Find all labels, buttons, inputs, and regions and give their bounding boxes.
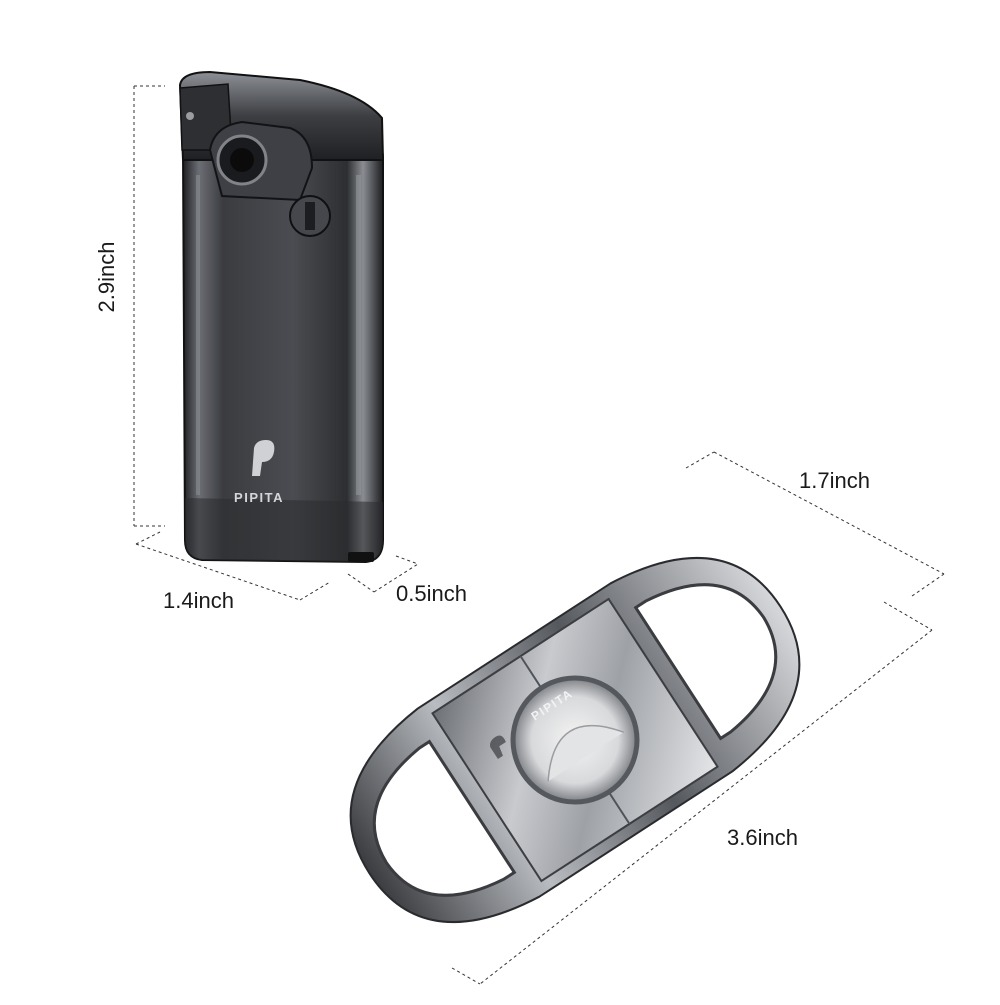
- cutter-width-label: 1.7inch: [799, 468, 870, 493]
- depth-dim-line: [373, 563, 419, 593]
- cutter-dimension-lines: [451, 451, 945, 985]
- cutter-width-dim-left: [685, 451, 715, 469]
- cutter-length-dim-top: [883, 601, 933, 631]
- width-dim-left: [135, 531, 161, 545]
- cutter-length-label: 3.6inch: [727, 825, 798, 850]
- lighter-bottom-vent: [348, 552, 374, 562]
- lighter-brand-text: PIPITA: [234, 490, 284, 505]
- lighter-dimension-lines: [133, 85, 419, 601]
- lighter-logo-mark: [252, 440, 275, 476]
- cigar-cutter: PIPITA: [349, 556, 801, 924]
- depth-dim-left: [347, 573, 375, 593]
- depth-dim-right: [395, 555, 419, 565]
- cutter-left-finger-hole: [372, 739, 517, 897]
- lighter-width-label: 1.4inch: [163, 588, 234, 613]
- width-dim-right: [299, 581, 331, 601]
- cutter-length-dim-bottom: [451, 967, 481, 985]
- width-dim-line: [135, 543, 301, 601]
- cutter-width-dim-right: [911, 573, 945, 597]
- lighter-lid-screw: [186, 112, 194, 120]
- cutter-logo-mark: [490, 735, 506, 760]
- cutter-width-dim-line: [713, 451, 945, 575]
- pipe-lighter: PIPITA: [178, 70, 385, 564]
- cutter-right-finger-hole: [633, 583, 778, 741]
- lighter-bottom-band: [185, 498, 383, 562]
- lighter-depth-label: 0.5inch: [396, 581, 467, 606]
- lighter-height-label: 2.9inch: [94, 241, 119, 313]
